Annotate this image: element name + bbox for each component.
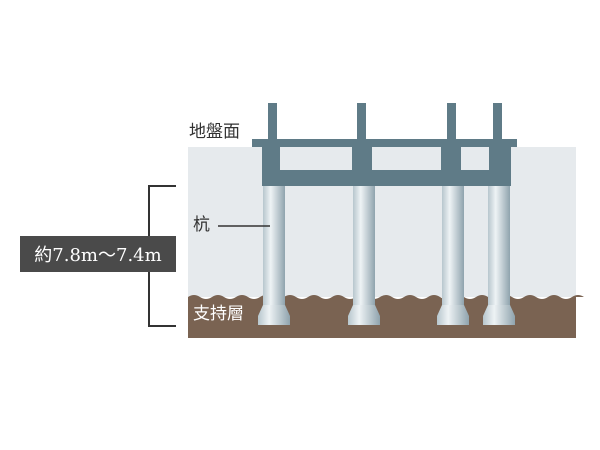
- bearing-layer: [188, 295, 584, 338]
- upper-soil-layer: [188, 147, 576, 297]
- pile-4: [483, 186, 515, 325]
- pile-3: [437, 186, 469, 325]
- bearing-layer-label: 支持層: [193, 304, 244, 324]
- depth-label: 約7.8m〜7.4m: [20, 236, 176, 272]
- pile-2: [348, 186, 380, 325]
- pile-1: [258, 186, 290, 325]
- foundation-structure: [252, 103, 517, 186]
- pile-label: 杭: [193, 215, 210, 235]
- ground-surface-label: 地盤面: [189, 122, 240, 142]
